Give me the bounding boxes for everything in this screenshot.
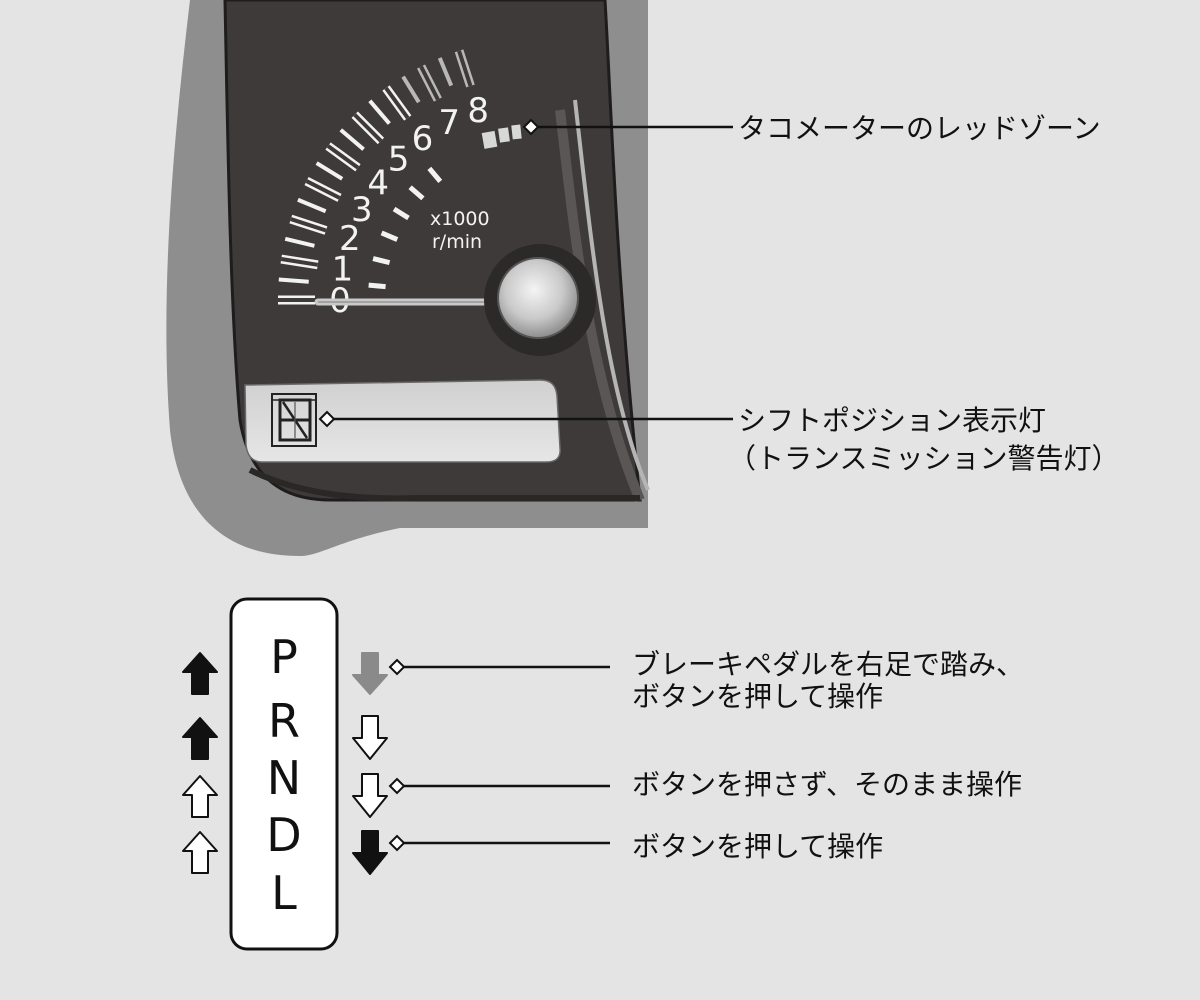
gear-position-p: P [270,630,298,684]
tachometer-inner-dash [408,185,425,201]
tachometer-scale-number: 6 [412,119,434,159]
callout-no-button: ボタンを押さず、そのまま操作 [632,768,1022,801]
tachometer-major-tick-inner [384,86,410,120]
up-arrow-icon [182,652,218,695]
down-arrow-outline-icon [352,773,388,818]
tachometer-inner-dash [368,282,386,290]
callout-button-only: ボタンを押して操作 [632,830,883,863]
tachometer-minor-tick [284,236,315,248]
tachometer-minor-tick [368,99,391,125]
tachometer-major-tick-inner [457,50,473,87]
tachometer-red-zone [481,124,522,149]
tachometer-unit-rpm: r/min [432,231,482,253]
tachometer-major-tick-inner [305,179,341,200]
tachometer-minor-tick [278,277,309,284]
leader-red-zone [522,118,733,136]
tachometer-inner-dash [372,256,391,266]
tachometer-scale-number: 3 [351,190,373,230]
gear-position-r: R [268,694,300,748]
shift-gate-panel [229,597,339,951]
gear-position-n: N [267,751,301,805]
tachometer-scale-number: 1 [332,250,354,290]
down-arrow-gray-icon [352,652,388,695]
tachometer-scale-number: 2 [339,219,361,259]
tachometer-scale-number: 5 [388,140,410,180]
callout-brake-button-line1: ブレーキペダルを右足で踏み、 [632,648,1024,681]
tachometer-major-tick-inner [290,217,327,233]
tachometer-major-tick-inner [353,113,383,143]
tachometer-inner-dash [392,206,410,221]
down-arrow-icon [352,830,388,875]
tachometer-ticks [278,49,475,305]
tachometer-major-tick-inner [280,257,319,267]
tachometer-minor-tick [401,75,421,104]
callout-brake-button-line2: ボタンを押して操作 [632,680,883,713]
leader-brake-button [388,658,610,676]
tachometer-scale-number: 8 [467,91,489,131]
tachometer-minor-tick [315,161,344,181]
tachometer-unit-multiplier: x1000 [430,208,490,230]
needle-hub [497,257,579,339]
callout-red-zone: タコメーターのレッドゾーン [738,112,1101,145]
callout-shift-indicator-line1: シフトポジション表示灯 [738,404,1046,437]
lcd-display-strip [244,379,561,463]
tachometer-scale-number: 4 [367,163,389,203]
down-arrow-outline-icon [352,715,388,760]
tachometer-inner-dash [380,230,399,242]
tachometer-minor-tick [339,128,365,151]
red-zone-segment [498,127,510,143]
up-arrow-icon [182,717,218,760]
tachometer-major-tick-inner [326,144,360,170]
red-zone-segment [481,130,498,149]
tachometer-inner-dash [427,166,443,183]
up-arrow-outline-icon [182,831,218,874]
shift-position-indicator-icon [271,393,317,447]
tachometer-scale-number: 7 [438,103,460,143]
tachometer-minor-tick [437,57,454,87]
leader-shift-indicator [318,410,733,428]
gear-position-l: L [271,866,297,920]
gear-position-d: D [266,808,301,862]
tachometer-major-tick-inner [419,65,440,101]
up-arrow-outline-icon [182,775,218,818]
leader-button-only [388,834,610,852]
callout-shift-indicator-line2: （トランスミッション警告灯） [728,442,1119,475]
tachometer-minor-tick [297,197,327,214]
tachometer-scale-numbers: 012345678 [329,91,489,321]
bottom-bezel-shade [248,467,640,502]
leader-no-button [388,777,610,795]
right-bezel-highlight [573,99,650,491]
red-zone-segment [511,124,522,140]
